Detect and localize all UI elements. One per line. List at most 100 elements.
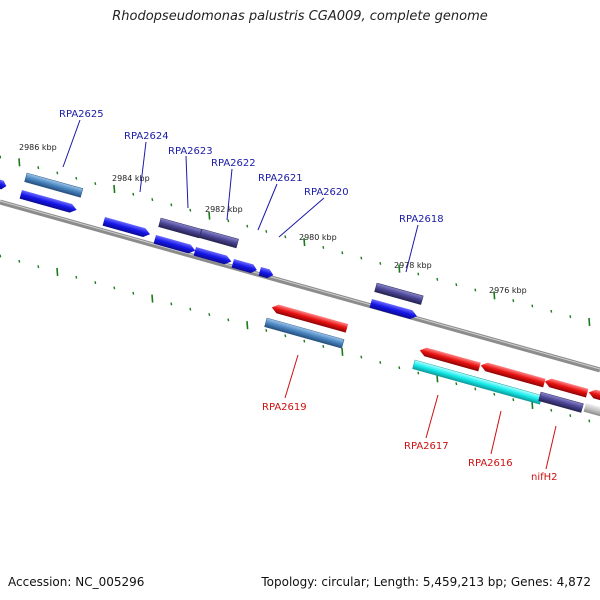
gene-rpa2618-feature[interactable] (374, 282, 424, 305)
ruler-track-upper (0, 155, 591, 326)
gene-track-reverse (271, 303, 600, 405)
gene-track-forward (0, 178, 419, 321)
accession-text: Accession: NC_005296 (8, 575, 145, 589)
ruler-minor-tick (588, 419, 591, 423)
ruler-minor-tick (512, 398, 515, 402)
ruler-minor-tick (569, 315, 572, 319)
gene-arrow-right-edge[interactable] (588, 388, 600, 405)
ruler-minor-tick (379, 360, 382, 364)
gene-rpa2624-arrow[interactable] (102, 217, 152, 239)
reverse-gene-labels (284, 354, 557, 470)
ruler-minor-tick (417, 272, 420, 276)
gene-rpa2616-arrow[interactable] (480, 361, 546, 388)
ruler-minor-tick (512, 299, 515, 303)
gene-rpa2622-feature[interactable] (199, 228, 239, 249)
ruler-minor-tick (75, 275, 78, 279)
ruler-major-tick (56, 267, 59, 277)
ruler-minor-tick (170, 302, 173, 306)
gene-gray-feature-edge[interactable] (583, 403, 600, 420)
ruler-minor-tick (0, 155, 2, 159)
gene-nifh2-arrow[interactable] (544, 377, 589, 398)
gene-label-rpa2617[interactable]: RPA2617 (404, 441, 449, 452)
forward-gene-label-text: RPA2625 RPA2624 RPA2623 RPA2622 RPA2621 … (59, 109, 444, 225)
gene-label-rpa2621[interactable]: RPA2621 (258, 173, 303, 184)
gene-nifh2-feature[interactable] (538, 391, 584, 413)
gene-track-upper (24, 172, 424, 305)
gene-rpa2621-arrow[interactable] (231, 259, 258, 274)
ruler-minor-tick (132, 192, 135, 196)
ruler-minor-tick (569, 414, 572, 418)
ruler-minor-tick (493, 392, 496, 396)
ruler-minor-tick (474, 288, 477, 292)
forward-gene-labels (62, 119, 419, 273)
ruler-minor-tick (398, 366, 401, 370)
ruler-minor-tick (360, 256, 363, 260)
ruler-minor-tick (37, 265, 40, 269)
gene-rpa2623-feature[interactable] (158, 217, 202, 239)
ruler-minor-tick (284, 334, 287, 338)
gene-rpa2618-arrow[interactable] (369, 299, 419, 321)
ruler-major-tick (398, 264, 401, 273)
ruler-minor-tick (189, 208, 192, 212)
gene-label-rpa2622[interactable]: RPA2622 (211, 158, 256, 169)
ruler-minor-tick (265, 230, 268, 233)
ruler-minor-tick (151, 198, 154, 202)
gene-rpa2622-arrow[interactable] (193, 247, 233, 266)
ruler-minor-tick (37, 166, 40, 170)
ruler-label-2984: 2984 kbp (112, 174, 150, 183)
gene-label-rpa2616[interactable]: RPA2616 (468, 458, 513, 469)
ruler-minor-tick (132, 291, 135, 295)
gene-rpa2620-arrow[interactable] (258, 267, 275, 279)
ruler-minor-tick (227, 318, 230, 322)
gene-rpa2619-feature[interactable] (264, 317, 345, 349)
ruler-major-tick (208, 211, 211, 220)
ruler-major-tick (113, 184, 116, 193)
ruler-minor-tick (246, 224, 249, 228)
gene-rpa2625-arrow[interactable] (19, 190, 78, 214)
ruler-minor-tick (341, 251, 344, 255)
reverse-gene-label-text: RPA2619 RPA2617 RPA2616 nifH2 (262, 402, 558, 483)
ruler-minor-tick (75, 176, 78, 180)
ruler-label-2986: 2986 kbp (19, 143, 57, 152)
gene-rpa2617-arrow[interactable] (419, 346, 481, 372)
gene-arrow-left-edge[interactable] (0, 178, 7, 190)
gene-label-rpa2620[interactable]: RPA2620 (304, 187, 349, 198)
ruler-minor-tick (189, 307, 192, 311)
ruler-label-2980: 2980 kbp (299, 233, 337, 242)
ruler-minor-tick (0, 254, 2, 258)
ruler-major-tick (303, 238, 306, 247)
gene-label-rpa2619[interactable]: RPA2619 (262, 402, 307, 413)
ruler-minor-tick (227, 219, 230, 223)
ruler-track-lower (0, 254, 591, 423)
ruler-minor-tick (94, 182, 97, 186)
gene-label-rpa2618[interactable]: RPA2618 (399, 214, 444, 225)
gene-rpa2625-feature[interactable] (24, 172, 84, 198)
ruler-label-2976: 2976 kbp (489, 286, 527, 295)
ruler-label-2978: 2978 kbp (394, 261, 432, 270)
ruler-minor-tick (18, 259, 21, 263)
genome-summary-text: Topology: circular; Length: 5,459,213 bp… (261, 575, 591, 589)
gene-label-rpa2624[interactable]: RPA2624 (124, 131, 169, 142)
ruler-minor-tick (303, 339, 306, 343)
ruler-major-tick (588, 317, 591, 326)
ruler-minor-tick (208, 313, 211, 316)
gene-rpa2623-arrow[interactable] (153, 235, 197, 255)
ruler-minor-tick (113, 286, 116, 290)
ruler-label-2982: 2982 kbp (205, 205, 243, 214)
gene-rpa2617-feature[interactable] (412, 359, 543, 405)
ruler-major-tick (341, 347, 344, 356)
gene-label-rpa2623[interactable]: RPA2623 (168, 146, 213, 157)
ruler-minor-tick (455, 283, 458, 287)
ruler-minor-tick (550, 309, 553, 313)
gene-rpa2619-arrow[interactable] (271, 303, 349, 333)
ruler-minor-tick (322, 344, 325, 348)
gene-label-nifh2[interactable]: nifH2 (531, 472, 558, 483)
ruler-major-tick (493, 291, 496, 300)
ruler-major-tick (18, 158, 21, 167)
ruler-minor-tick (455, 382, 458, 386)
ruler-minor-tick (550, 408, 553, 412)
gene-label-rpa2625[interactable]: RPA2625 (59, 109, 104, 120)
ruler-minor-tick (531, 304, 534, 308)
ruler-minor-tick (379, 261, 382, 265)
